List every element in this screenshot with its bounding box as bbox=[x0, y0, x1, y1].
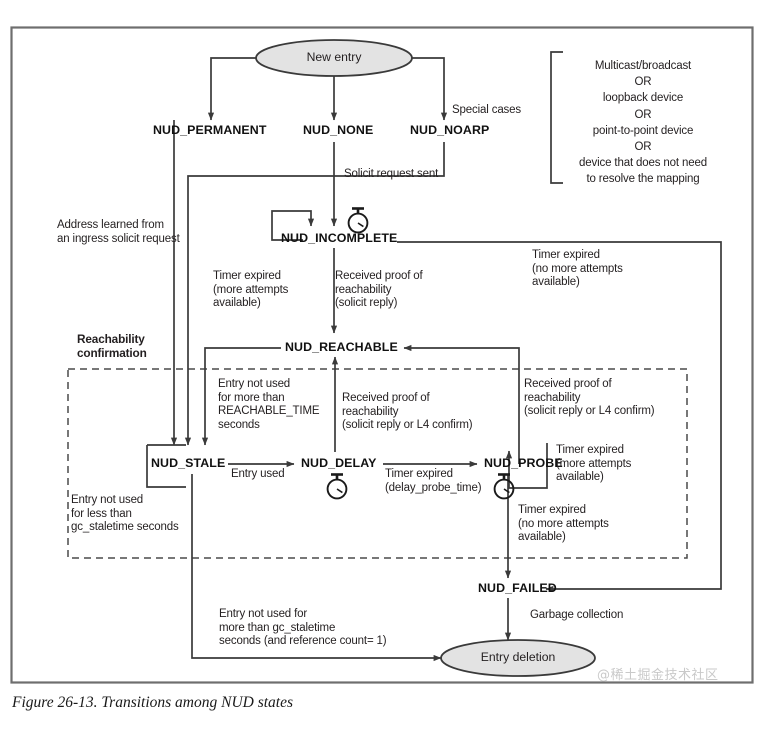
label-reachability-confirmation: Reachability confirmation bbox=[77, 332, 147, 360]
label-received-proof-solicit-reply: Received proof of reachability (solicit … bbox=[335, 270, 423, 309]
stopwatch-icon-probe bbox=[493, 473, 515, 500]
label-timer-expired-delay-probe-time: Timer expired (delay_probe_time) bbox=[385, 468, 482, 494]
label-timer-expired-no-more-attempts-incomplete: Timer expired (no more attempts availabl… bbox=[532, 249, 623, 288]
label-timer-expired-no-more-attempts-probe: Timer expired (no more attempts availabl… bbox=[518, 504, 609, 543]
label-entry-not-used-more-gc-staletime: Entry not used for more than gc_staletim… bbox=[219, 608, 387, 647]
state-nud-incomplete: NUD_INCOMPLETE bbox=[281, 231, 398, 245]
stopwatch-icon-incomplete bbox=[347, 207, 369, 234]
edge-newentry-permanent bbox=[207, 57, 277, 121]
edge-incomplete-failed bbox=[397, 241, 722, 593]
edge-probe-reachable bbox=[403, 344, 520, 464]
reachability-confirmation-region bbox=[67, 368, 688, 559]
state-nud-delay: NUD_DELAY bbox=[301, 456, 377, 470]
state-nud-reachable: NUD_REACHABLE bbox=[285, 340, 398, 354]
state-nud-permanent: NUD_PERMANENT bbox=[153, 123, 267, 137]
entry-deletion-label: Entry deletion bbox=[480, 650, 556, 664]
state-nud-noarp: NUD_NOARP bbox=[410, 123, 490, 137]
label-entry-used: Entry used bbox=[231, 468, 285, 480]
state-nud-stale: NUD_STALE bbox=[151, 456, 226, 470]
label-timer-expired-more-attempts-probe: Timer expired (more attempts available) bbox=[556, 444, 632, 483]
special-cases-note: Multicast/broadcast OR loopback device O… bbox=[579, 60, 707, 186]
label-received-proof-l4-delay: Received proof of reachability (solicit … bbox=[342, 392, 473, 431]
edge-probe-selfloop bbox=[505, 443, 548, 489]
label-address-learned: Address learned from an ingress solicit … bbox=[57, 219, 180, 245]
edge-incomplete-selfloop bbox=[271, 210, 315, 241]
figure-caption: Figure 26-13. Transitions among NUD stat… bbox=[12, 694, 294, 711]
new-entry-label: New entry bbox=[306, 50, 362, 64]
special-cases-bracket bbox=[550, 51, 563, 184]
state-nud-probe: NUD_PROBE bbox=[484, 456, 563, 470]
label-received-proof-l4-probe: Received proof of reachability (solicit … bbox=[524, 378, 655, 417]
label-timer-expired-more-attempts-incomplete: Timer expired (more attempts available) bbox=[213, 270, 289, 309]
label-special-cases: Special cases bbox=[452, 104, 522, 116]
state-nud-failed: NUD_FAILED bbox=[478, 581, 557, 595]
state-nud-none: NUD_NONE bbox=[303, 123, 374, 137]
watermark: @稀土掘金技术社区 bbox=[597, 668, 719, 683]
edge-noarp-stale bbox=[184, 142, 445, 446]
new-entry-node bbox=[255, 39, 413, 77]
label-garbage-collection: Garbage collection bbox=[530, 609, 624, 621]
label-entry-not-used-less-gc-staletime: Entry not used for less than gc_staletim… bbox=[71, 494, 179, 533]
edge-stale-deletion bbox=[191, 474, 442, 662]
figure-border bbox=[10, 26, 754, 684]
edge-reachable-stale bbox=[201, 347, 281, 446]
stopwatch-icon-delay bbox=[326, 473, 348, 500]
edge-stale-selfloop bbox=[146, 445, 186, 488]
entry-deletion-node bbox=[440, 639, 596, 677]
label-entry-not-used-reachable-time: Entry not used for more than REACHABLE_T… bbox=[218, 378, 320, 431]
label-solicit-request-sent: Solicit request sent bbox=[344, 168, 439, 180]
